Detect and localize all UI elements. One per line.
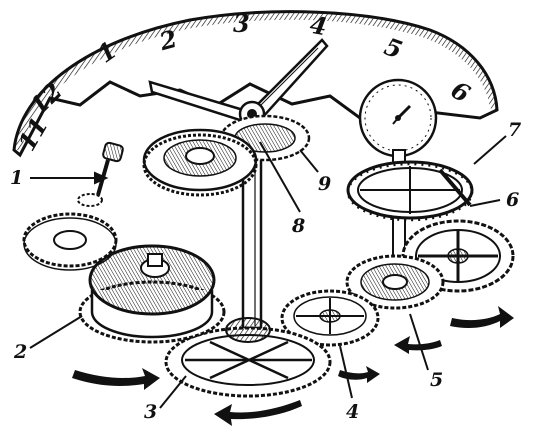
callout-6: 6 — [506, 189, 519, 211]
callout-3: 3 — [144, 401, 157, 423]
callout-7: 7 — [508, 119, 521, 141]
minute-wheel — [144, 130, 256, 195]
callout-4: 4 — [346, 401, 359, 423]
callout-8: 8 — [291, 215, 305, 237]
callout-9: 9 — [318, 173, 331, 195]
callout-2: 2 — [13, 341, 27, 363]
callout-5: 5 — [430, 369, 443, 391]
callout-1: 1 — [10, 167, 23, 189]
seconds-subdial — [360, 80, 436, 156]
numeral-3: 3 — [233, 9, 250, 38]
winding-crown — [78, 142, 124, 206]
